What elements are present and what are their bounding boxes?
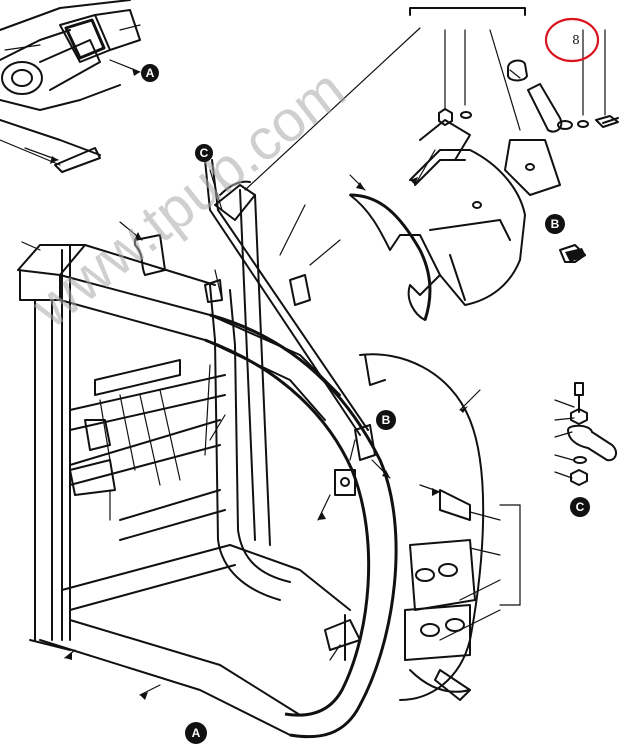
arrow-icon [134,232,142,240]
arrow-icon [318,512,326,520]
callout-a-top-label: A [146,66,155,80]
nut-icon [570,408,588,425]
bolt-icon [574,382,584,413]
arrow-icon [140,692,148,700]
arrow-icon [432,488,440,496]
detail-b-panel [349,119,561,321]
leader-lines [21,27,575,696]
watermark-text: www.tpub.com [19,57,357,341]
detail-c-hardware [567,382,618,486]
callout-c-right-label: C [576,500,585,514]
arrowheads [50,68,468,700]
callout-c-right: C [570,497,590,517]
arrow-icon [382,470,390,478]
arrow-icon [65,652,72,660]
callout-c-top: C [195,144,213,162]
callout-b-right-label: B [551,217,560,231]
arrow-icon [356,182,365,190]
nut-icon [438,108,453,126]
callout-a-bottom: A [185,722,207,744]
detail-b-hardware [409,7,619,263]
highlight-ring [544,17,600,63]
washer-icon [460,111,472,119]
callout-b-middle: B [376,410,396,430]
callout-b-middle-label: B [382,413,391,427]
arrow-icon [410,177,418,185]
arrow-icon [50,156,58,164]
bolt-icon [595,115,619,128]
arrow-icon [460,406,468,413]
nut-icon [570,469,588,486]
item-number-callout: 8 [544,17,600,63]
inset-detail-a [0,0,141,173]
frame-assembly [17,159,485,739]
item-number-label: 8 [572,33,580,47]
callout-a-top: A [141,64,159,82]
callout-b-right: B [545,214,565,234]
washer-icon [577,120,589,128]
arrow-icon [132,68,140,76]
callout-a-bottom-label: A [192,726,201,740]
callout-c-top-label: C [200,146,209,160]
washer-icon [573,456,587,464]
